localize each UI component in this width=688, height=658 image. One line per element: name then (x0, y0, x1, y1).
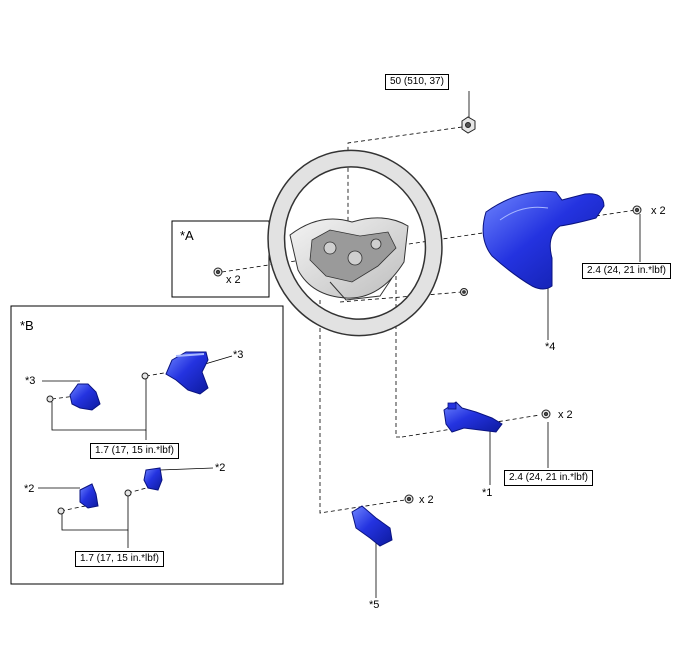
screw-icon-5 (404, 494, 414, 504)
torque-screw-4-label: 2.4 (24, 21 in.*lbf) (582, 263, 671, 279)
callout-part-3-right: *3 (233, 349, 244, 361)
screw-icon-1 (541, 409, 551, 419)
part-5-switch (351, 505, 393, 547)
qty-screw-5: x 2 (419, 494, 434, 506)
screw-icon-b3l (46, 395, 54, 403)
callout-part-3-left: *3 (25, 375, 36, 387)
screw-icon-b2r (124, 489, 132, 497)
view-a-title: *A (180, 228, 194, 243)
qty-screw-4: x 2 (651, 205, 666, 217)
view-b-box (10, 305, 284, 585)
screw-icon-b2l (57, 507, 65, 515)
part-2-right (143, 467, 163, 491)
callout-part-4: *4 (545, 341, 556, 353)
callout-part-2-right: *2 (215, 462, 226, 474)
leader-lines (38, 91, 641, 598)
callout-part-1: *1 (482, 487, 493, 499)
view-a-box (171, 220, 270, 298)
torque-screw-1-label: 2.4 (24, 21 in.*lbf) (504, 470, 593, 486)
fasteners (46, 116, 642, 515)
screw-icon-center (460, 288, 468, 296)
steering-wheel (267, 149, 443, 337)
part-1-switch (443, 401, 503, 433)
part-4-cover (482, 190, 605, 290)
torque-screw-3-label: 1.7 (17, 15 in.*lbf) (90, 443, 179, 459)
part-3-right (165, 351, 209, 395)
callout-part-2-left: *2 (24, 483, 35, 495)
view-b-title: *B (20, 318, 34, 333)
qty-screw-1: x 2 (558, 409, 573, 421)
part-3-left (69, 383, 101, 411)
screw-icon-4 (632, 205, 642, 215)
screw-icon-b3r (141, 372, 149, 380)
qty-view-a: x 2 (226, 274, 241, 286)
screw-icon-a (213, 267, 223, 277)
nut-icon (461, 116, 476, 134)
torque-screw-2-label: 1.7 (17, 15 in.*lbf) (75, 551, 164, 567)
torque-nut-label: 50 (510, 37) (385, 74, 449, 90)
part-2-left (79, 483, 99, 509)
callout-part-5: *5 (369, 599, 380, 611)
